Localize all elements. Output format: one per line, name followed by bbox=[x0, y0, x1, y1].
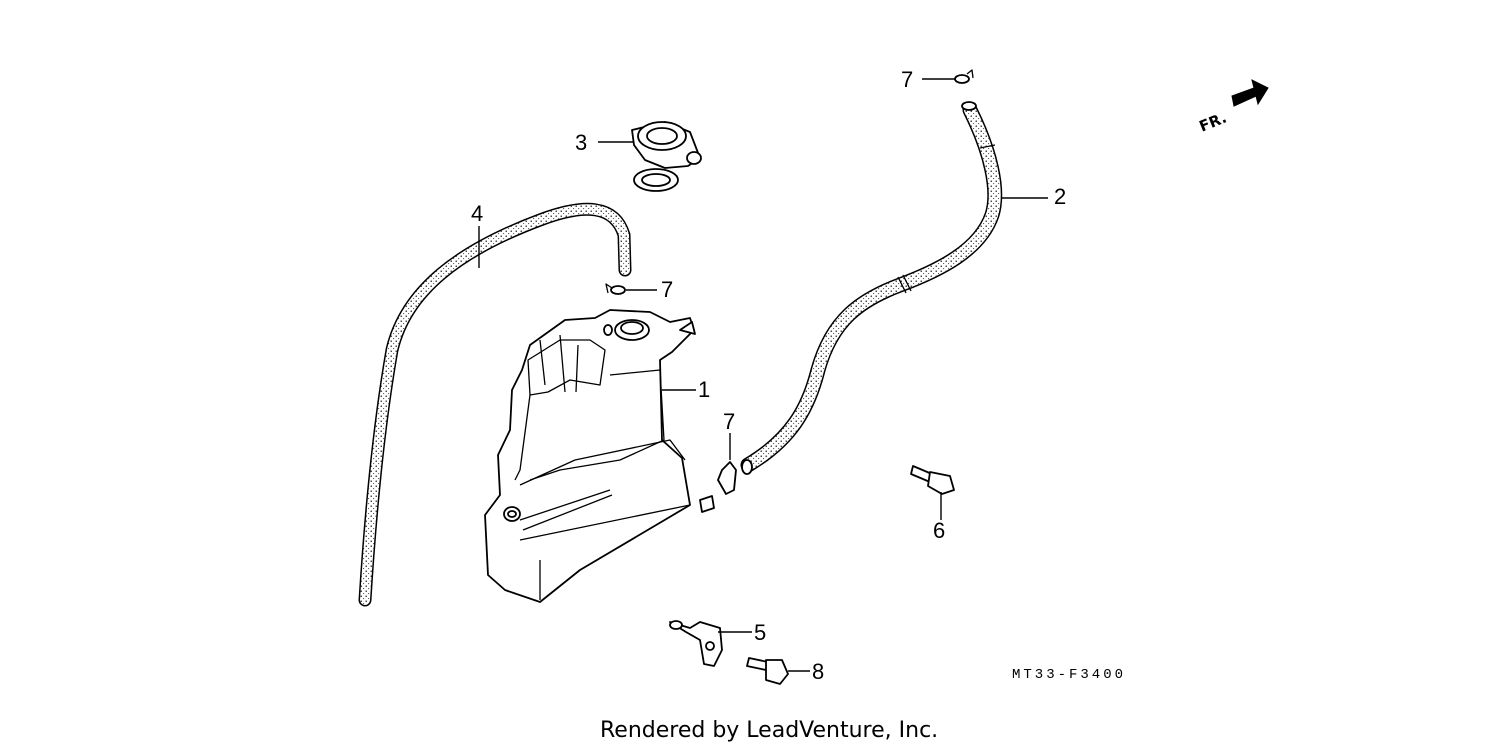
flange-bolt-8[interactable] bbox=[746, 657, 789, 685]
tank-cap-3[interactable] bbox=[631, 121, 702, 192]
footer-credit: Rendered by LeadVenture, Inc. bbox=[600, 718, 938, 743]
hose-clip-7-top[interactable] bbox=[954, 69, 974, 84]
callout-7-top: 7 bbox=[901, 67, 913, 92]
callout-7-lower: 7 bbox=[723, 409, 735, 434]
callout-3: 3 bbox=[575, 130, 587, 155]
overflow-hose-4[interactable] bbox=[358, 202, 632, 607]
hose-2[interactable] bbox=[740, 101, 1003, 475]
stay-bracket-5[interactable] bbox=[669, 620, 723, 667]
reserve-tank-1[interactable] bbox=[484, 309, 715, 603]
front-direction-arrow: FR. bbox=[1197, 79, 1269, 136]
drawing-code: MT33-F3400 bbox=[1012, 667, 1126, 683]
hose-clip-7-middle[interactable] bbox=[605, 283, 626, 295]
leader-lines bbox=[478, 78, 1048, 672]
flange-bolt-6[interactable] bbox=[910, 465, 955, 495]
callout-4: 4 bbox=[471, 201, 483, 226]
callout-6: 6 bbox=[933, 518, 945, 543]
callout-2: 2 bbox=[1054, 184, 1066, 209]
callout-8: 8 bbox=[812, 659, 824, 684]
hose-clip-7-lower[interactable] bbox=[717, 461, 737, 495]
callout-5: 5 bbox=[754, 620, 766, 645]
direction-label: FR. bbox=[1197, 109, 1230, 136]
callout-1: 1 bbox=[698, 377, 710, 402]
callout-7-middle: 7 bbox=[661, 277, 673, 302]
